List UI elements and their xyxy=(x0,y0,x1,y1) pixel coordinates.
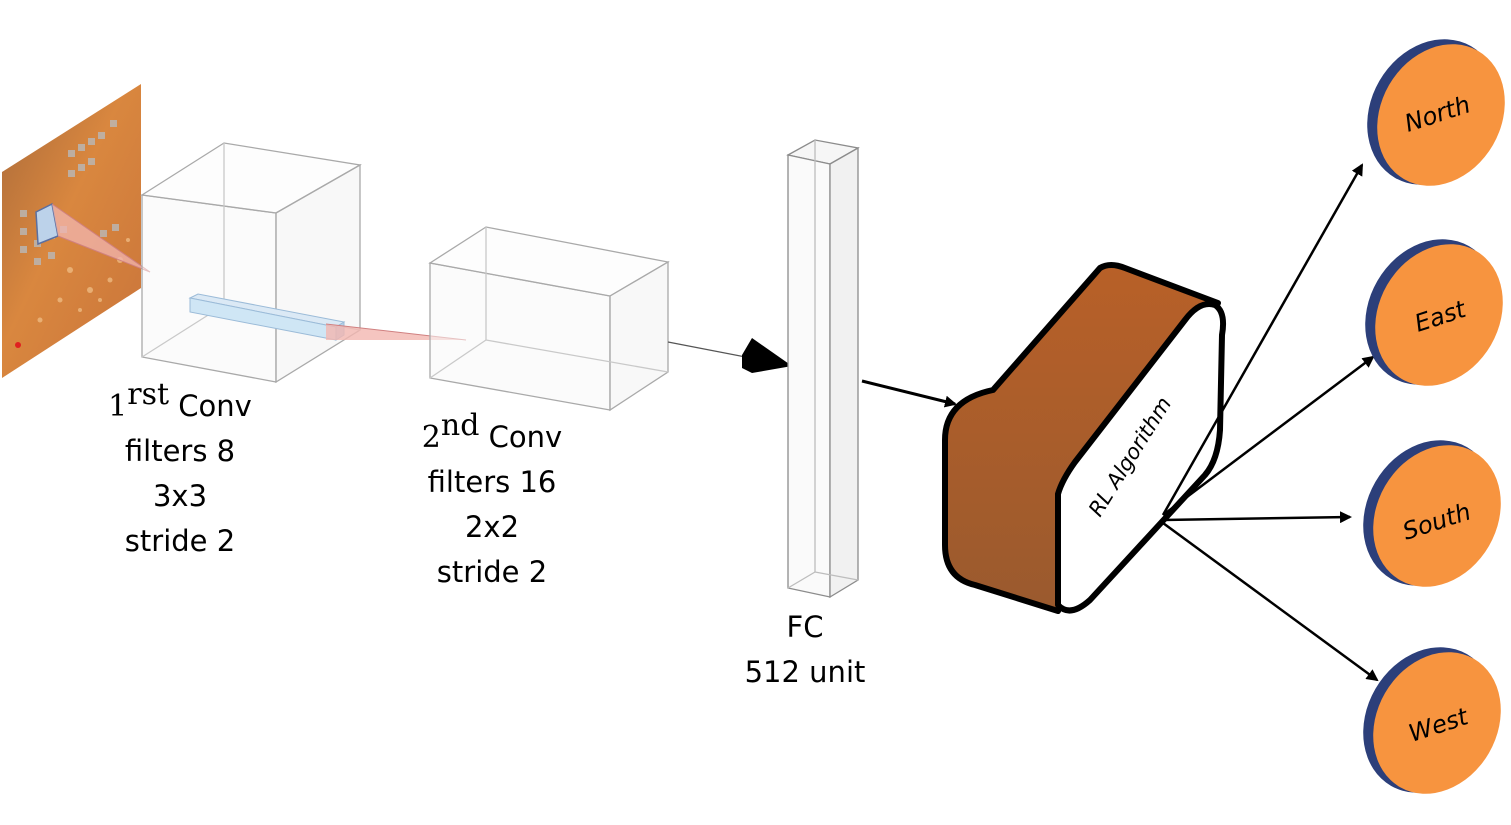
action-north: North xyxy=(1367,39,1505,186)
conv2-to-fc-connector xyxy=(667,338,793,373)
arrow-to-north xyxy=(1161,163,1364,516)
conv1-stride: stride 2 xyxy=(124,524,236,558)
conv1-filters: filters 8 xyxy=(124,434,236,468)
arrow-to-east xyxy=(1162,355,1375,516)
rl-algorithm-block: RL Algorithm xyxy=(942,262,1227,614)
action-east: East xyxy=(1365,239,1503,386)
fc-units: 512 unit xyxy=(744,655,866,689)
conv2-stride: stride 2 xyxy=(436,555,548,589)
conv1-caption: 1rst Conv filters 8 3x3 stride 2 xyxy=(80,380,280,564)
conv1-kernel: 3x3 xyxy=(152,479,208,513)
action-south: South xyxy=(1363,440,1501,587)
conv2-kernel: 2x2 xyxy=(464,510,520,544)
conv2-title: 2nd Conv xyxy=(392,411,592,460)
conv2-number: 2 xyxy=(421,420,441,455)
fc-caption: FC 512 unit xyxy=(705,605,905,695)
conv1-kernel-bar xyxy=(188,293,467,341)
conv2-filters: filters 16 xyxy=(427,465,557,499)
conv2-caption: 2nd Conv filters 16 2x2 stride 2 xyxy=(392,411,592,595)
conv2-name: Conv xyxy=(488,420,563,454)
action-west: West xyxy=(1363,647,1501,794)
conv2-volume xyxy=(428,226,670,412)
conv1-number: 1 xyxy=(108,389,128,424)
output-arrows xyxy=(1161,163,1379,682)
conv1-title: 1rst Conv xyxy=(80,380,280,429)
arrow-to-south xyxy=(1162,511,1352,524)
fc-layer xyxy=(786,139,860,599)
fc-name: FC xyxy=(786,610,824,644)
input-map-image xyxy=(2,84,151,378)
conv1-suffix: rst xyxy=(127,377,170,412)
arrow-to-west xyxy=(1162,521,1379,682)
conv1-name: Conv xyxy=(178,389,252,423)
conv2-suffix: nd xyxy=(440,408,480,443)
fc-to-rl-arrow xyxy=(861,379,957,408)
conv1-volume xyxy=(140,142,362,384)
